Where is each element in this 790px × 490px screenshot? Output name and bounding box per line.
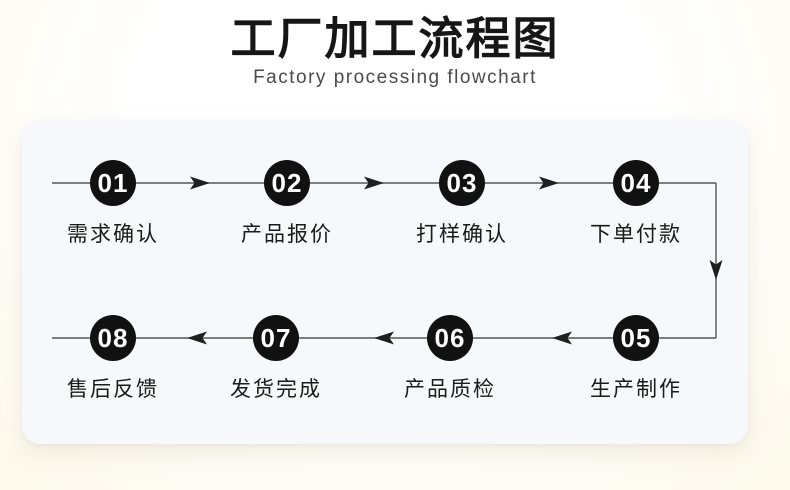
step-circle xyxy=(253,315,299,361)
arrow-left-icon xyxy=(374,331,394,345)
page-title: 工厂加工流程图 xyxy=(230,13,560,64)
step-circle xyxy=(427,315,473,361)
step-label: 打样确认 xyxy=(416,223,508,246)
step-label: 产品报价 xyxy=(241,223,333,246)
step-number: 06 xyxy=(435,323,466,353)
step-circle xyxy=(90,315,136,361)
step-label: 发货完成 xyxy=(230,378,322,401)
step-number: 03 xyxy=(447,168,478,198)
step-circle xyxy=(439,160,485,206)
step-number: 07 xyxy=(261,323,292,353)
page-subtitle: Factory processing flowchart xyxy=(253,67,537,88)
flow-step-06: 06 产品质检 xyxy=(404,315,496,401)
step-number: 02 xyxy=(272,168,303,198)
flow-step-08: 08 售后反馈 xyxy=(67,315,159,401)
arrow-left-icon xyxy=(552,331,572,345)
flow-step-03: 03 打样确认 xyxy=(416,160,508,246)
flowchart: 01 需求确认 02 产品报价 03 打样确认 04 下单付款 05 xyxy=(52,160,723,401)
step-circle xyxy=(613,315,659,361)
arrow-right-icon xyxy=(190,176,210,190)
step-label: 售后反馈 xyxy=(67,378,159,401)
step-number: 01 xyxy=(98,168,129,198)
arrow-right-icon xyxy=(364,176,384,190)
step-circle xyxy=(264,160,310,206)
arrow-left-icon xyxy=(187,331,207,345)
step-label: 生产制作 xyxy=(590,378,682,401)
step-label: 需求确认 xyxy=(67,223,159,246)
step-circle xyxy=(90,160,136,206)
step-number: 05 xyxy=(621,323,652,353)
step-label: 产品质检 xyxy=(404,378,496,401)
arrow-right-icon xyxy=(539,176,559,190)
step-label: 下单付款 xyxy=(590,223,682,246)
flow-step-02: 02 产品报价 xyxy=(241,160,333,246)
arrow-down-icon xyxy=(709,260,723,280)
flow-step-07: 07 发货完成 xyxy=(230,315,322,401)
flowchart-card: 01 需求确认 02 产品报价 03 打样确认 04 下单付款 05 xyxy=(22,120,748,444)
step-number: 08 xyxy=(98,323,129,353)
flow-step-04: 04 下单付款 xyxy=(590,160,682,246)
flow-step-01: 01 需求确认 xyxy=(67,160,159,246)
step-circle xyxy=(613,160,659,206)
page-header: 工厂加工流程图 Factory processing flowchart xyxy=(0,0,790,90)
flow-step-05: 05 生产制作 xyxy=(590,315,682,401)
step-number: 04 xyxy=(621,168,652,198)
